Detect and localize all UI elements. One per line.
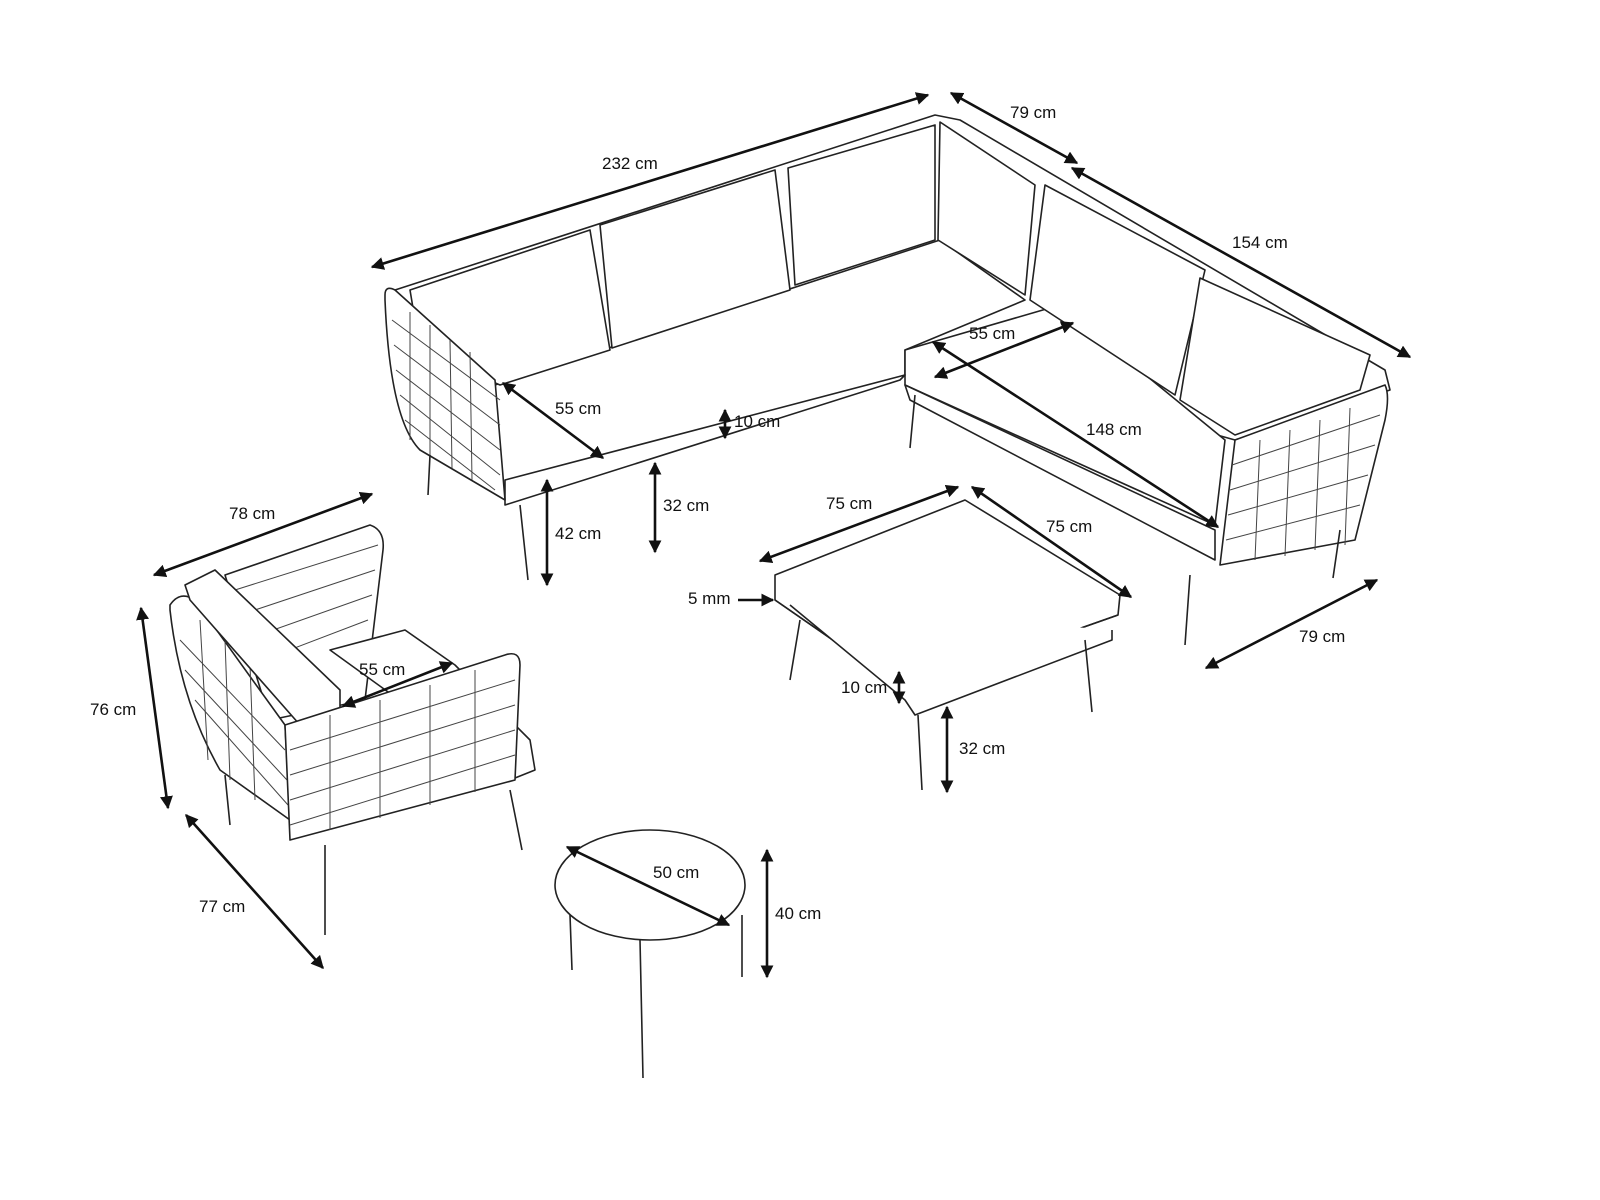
label-sofa-seat-height: 42 cm [555,524,601,543]
label-ottoman-width: 75 cm [826,494,872,513]
ottoman-legs [789,619,1093,791]
label-sofa-corner-depth: 79 cm [1010,103,1056,122]
left-armrest [384,287,506,501]
label-side-table-height: 40 cm [775,904,821,923]
side-table [554,829,746,1079]
label-sofa-leg-height: 32 cm [663,496,709,515]
left-armrest-weave [391,312,501,491]
label-ottoman-leg-height: 32 cm [959,739,1005,758]
label-chaise-length: 148 cm [1086,420,1142,439]
chair-left-arm-weave [179,619,289,806]
chair-left-arm [169,595,291,821]
armchair [169,524,536,935]
side-table-top [554,829,746,941]
label-sofa-side-length: 154 cm [1232,233,1288,252]
label-ottoman-glass: 5 mm [688,589,731,608]
label-side-table-diameter: 50 cm [653,863,699,882]
chair-right-arm-weave [289,670,516,830]
dimension-lines [136,91,1412,979]
label-chaise-width: 79 cm [1299,627,1345,646]
label-chair-height: 76 cm [90,700,136,719]
label-chair-depth: 77 cm [199,897,245,916]
back-cushion-4 [937,121,1036,296]
label-chaise-seat-depth: 55 cm [969,324,1015,343]
label-chair-seat-depth: 55 cm [359,660,405,679]
label-sofa-cushion-thickness: 10 cm [734,412,780,431]
label-ottoman-cushion: 10 cm [841,678,887,697]
label-sofa-length: 232 cm [602,154,658,173]
label-ottoman-depth: 75 cm [1046,517,1092,536]
label-sofa-seat-depth: 55 cm [555,399,601,418]
dimension-labels: 232 cm 79 cm 154 cm 55 cm 10 cm 55 cm 14… [90,103,1345,923]
right-armrest-weave [1225,407,1381,561]
label-chair-width: 78 cm [229,504,275,523]
ottoman-base [789,604,1113,716]
sofa-legs [427,394,1341,646]
chair-right-arm [284,652,521,841]
